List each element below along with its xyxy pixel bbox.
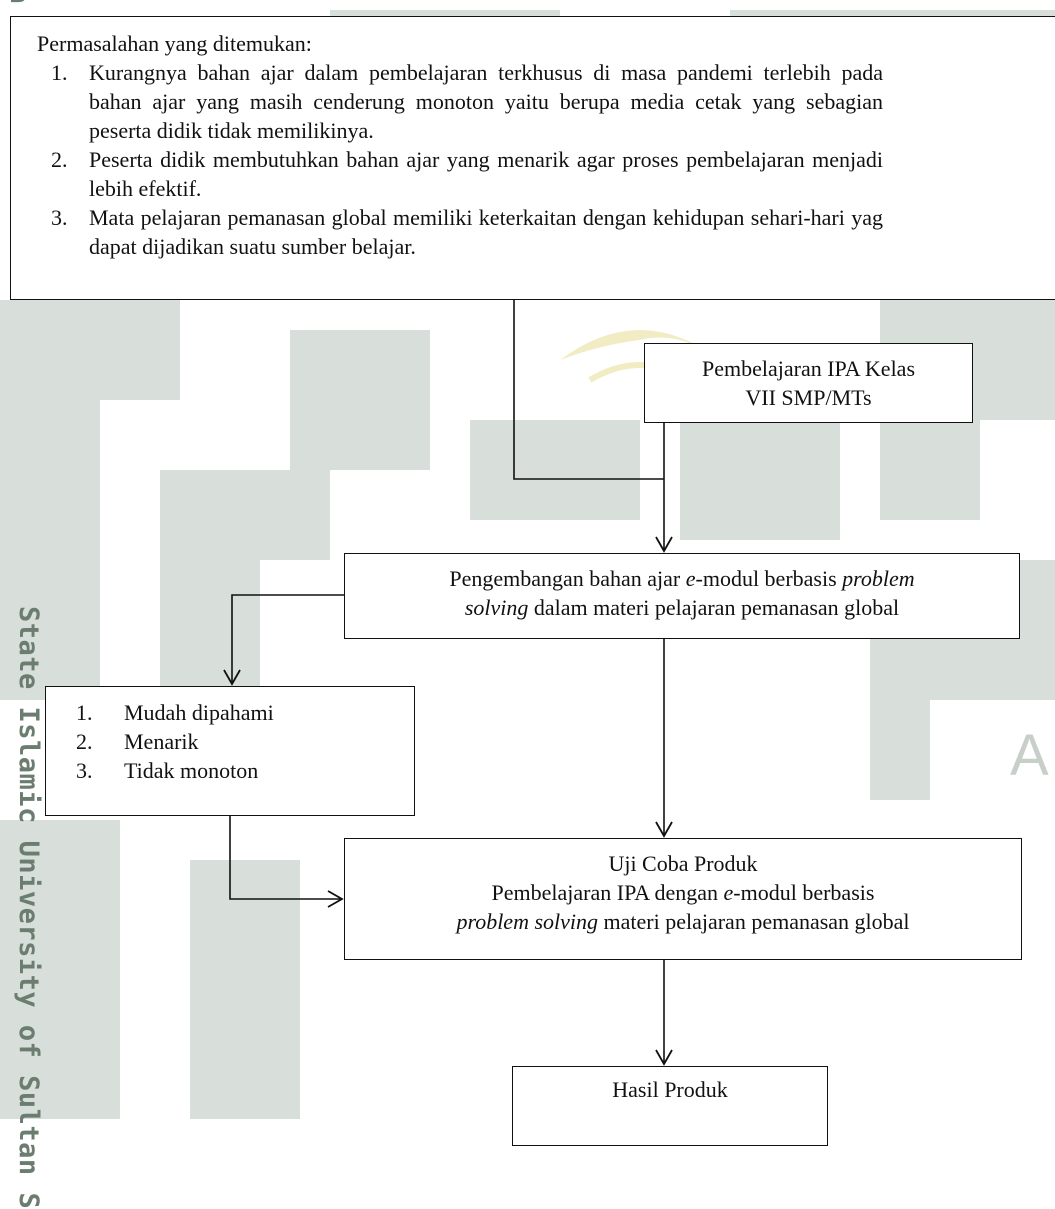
problems-heading: Permasalahan yang ditemukan:: [37, 31, 312, 56]
result-box: Hasil Produk: [512, 1066, 828, 1146]
traits-box: 1. Mudah dipahami 2. Menarik 3. Tidak mo…: [45, 686, 415, 816]
line-problems-to-merge: [513, 300, 664, 480]
list-number: 1.: [51, 60, 68, 85]
list-text: Mata pelajaran pemanasan global memiliki…: [89, 205, 883, 259]
development-line-2: solving dalam materi pelajaran pemanasan…: [345, 593, 1019, 622]
problems-list: 1. Kurangnya bahan ajar dalam pembelajar…: [37, 58, 1055, 261]
list-number: 2.: [51, 147, 68, 172]
list-item: 2. Menarik: [76, 727, 414, 756]
list-number: 1.: [76, 700, 93, 725]
connector-lines: [223, 300, 673, 1066]
trial-italic-e: e: [723, 880, 734, 905]
arrow-development-to-traits: [223, 594, 344, 686]
result-title: Hasil Produk: [612, 1077, 728, 1102]
list-text: Mudah dipahami: [124, 700, 274, 725]
trial-text-3: materi pelajaran pemanasan global: [598, 909, 910, 934]
list-number: 3.: [76, 758, 93, 783]
list-text: Tidak monoton: [124, 758, 259, 783]
trial-italic-problem-solving: problem solving: [456, 909, 599, 934]
ipa-line-1: Pembelajaran IPA Kelas: [701, 356, 916, 381]
development-text-3: dalam materi pelajaran pemanasan global: [528, 595, 900, 620]
list-item: 3. Mata pelajaran pemanasan global memil…: [37, 203, 1055, 261]
list-item: 2. Peserta didik membutuhkan bahan ajar …: [37, 145, 1055, 203]
trial-line-3: problem solving materi pelajaran pemanas…: [345, 907, 1021, 936]
development-box: Pengembangan bahan ajar e-modul berbasis…: [344, 553, 1020, 639]
list-item: 1. Kurangnya bahan ajar dalam pembelajar…: [37, 58, 1055, 145]
list-number: 3.: [51, 205, 68, 230]
development-text-2: -modul berbasis: [695, 566, 843, 591]
arrow-traits-to-trial: [229, 816, 344, 908]
trial-text-2: -modul berbasis: [733, 880, 875, 905]
list-text: Peserta didik membutuhkan bahan ajar yan…: [89, 147, 883, 201]
development-italic-e: e: [685, 566, 696, 591]
development-line-1: Pengembangan bahan ajar e-modul berbasis…: [345, 564, 1019, 593]
problems-box: Permasalahan yang ditemukan: 1. Kurangny…: [10, 16, 1055, 300]
list-text: Menarik: [124, 729, 199, 754]
trial-line-2: Pembelajaran IPA dengan e-modul berbasis: [345, 878, 1021, 907]
list-number: 2.: [76, 729, 93, 754]
list-item: 3. Tidak monoton: [76, 756, 414, 785]
development-italic-problem: problem: [842, 566, 915, 591]
watermark-au-text: AU: [1010, 723, 1055, 788]
development-text-1: Pengembangan bahan ajar: [449, 566, 686, 591]
trial-text-1: Pembelajaran IPA dengan: [491, 880, 724, 905]
list-text: Kurangnya bahan ajar dalam pembelajaran …: [89, 60, 883, 143]
trial-box: Uji Coba Produk Pembelajaran IPA dengan …: [344, 838, 1022, 960]
trial-title: Uji Coba Produk: [608, 851, 758, 876]
ipa-class-box: Pembelajaran IPA Kelas VII SMP/MTs: [644, 343, 973, 423]
development-italic-solving: solving: [464, 595, 529, 620]
list-item: 1. Mudah dipahami: [76, 698, 414, 727]
ipa-line-2: VII SMP/MTs: [745, 385, 872, 410]
